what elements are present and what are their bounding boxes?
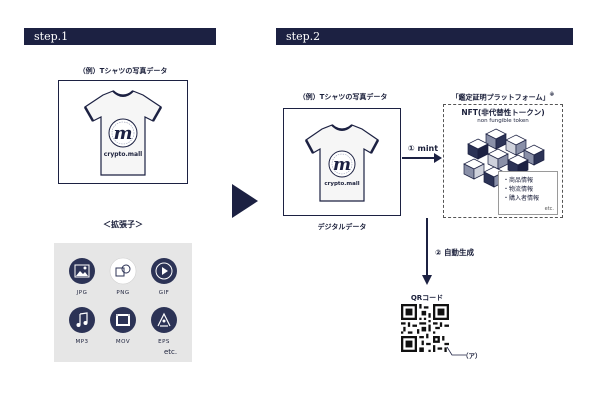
extension-title: ＜拡張子＞ xyxy=(103,220,143,229)
qr-label: QRコード xyxy=(410,294,444,302)
mp3-format: MP3 xyxy=(68,306,97,345)
tshirt-image: m xyxy=(304,124,380,202)
step1-label: step.1 xyxy=(34,30,69,43)
nft-title: NFT(非代替性トークン) xyxy=(461,108,545,117)
info-item: ・購入者情報 xyxy=(503,195,540,202)
info-item: ・物流情報 xyxy=(503,186,534,193)
step1-bar: step.1 xyxy=(24,28,216,45)
format-panel: JPG PNG GIF MP3 xyxy=(54,243,192,362)
music-note-icon xyxy=(69,307,95,333)
nft-info-card: ・商品情報 ・物流情報 ・購入者情報 etc. xyxy=(498,171,558,215)
nft-subtitle: non fungible token xyxy=(477,118,529,124)
platform-title: 「鑑定証明プラットフォーム」※ xyxy=(444,92,562,102)
step2-digital-frame: m crypto.mall xyxy=(283,108,401,216)
formats-etc: etc. xyxy=(164,348,178,356)
step1-photo-frame: m crypto.mall xyxy=(58,80,188,184)
platform-title-text: 「鑑定証明プラットフォーム」 xyxy=(451,93,550,102)
digital-data-caption: デジタルデータ xyxy=(317,223,367,231)
eps-format: EPS xyxy=(150,306,179,345)
qr-pointer-line-icon xyxy=(446,346,466,356)
platform-mark: ※ xyxy=(549,92,555,98)
gif-format: GIF xyxy=(150,257,179,296)
info-etc: etc. xyxy=(544,206,554,212)
jpg-format: JPG xyxy=(68,257,97,296)
image-icon xyxy=(69,258,95,284)
gif-label: GIF xyxy=(158,290,170,296)
tshirt-brand-text: crypto.mall xyxy=(103,151,143,158)
tshirt-image: m xyxy=(83,90,163,176)
eps-label: EPS xyxy=(158,339,170,345)
mint-arrow-icon xyxy=(402,153,442,163)
mp3-label: MP3 xyxy=(75,339,89,345)
svg-text:m: m xyxy=(333,155,351,175)
info-item: ・商品情報 xyxy=(503,177,534,184)
step2-photo-caption: （例）Tシャツの写真データ xyxy=(298,93,388,101)
film-icon xyxy=(110,307,136,333)
png-label: PNG xyxy=(116,290,130,296)
svg-text:m: m xyxy=(113,123,132,144)
play-icon xyxy=(151,258,177,284)
qr-tag-label: （ア） xyxy=(462,352,482,360)
qr-code-icon xyxy=(401,304,449,352)
tshirt-brand-text: crypto.mall xyxy=(324,181,360,187)
step2-label: step.2 xyxy=(286,30,321,43)
next-step-arrow-icon xyxy=(232,184,258,218)
auto-generate-label: ② 自動生成 xyxy=(435,248,474,257)
step2-bar: step.2 xyxy=(276,28,573,45)
step1-photo-caption: （例）Tシャツの写真データ xyxy=(78,67,168,75)
png-format: PNG xyxy=(109,257,138,296)
mov-format: MOV xyxy=(109,306,138,345)
mint-label: ① mint xyxy=(407,144,439,153)
pen-tool-icon xyxy=(151,307,177,333)
auto-generate-arrow-icon xyxy=(422,218,432,285)
jpg-label: JPG xyxy=(76,290,88,296)
nft-platform-box: NFT(非代替性トークン) non fungible token ・商品情報 ・… xyxy=(443,104,563,218)
shapes-icon xyxy=(109,257,137,285)
mov-label: MOV xyxy=(115,339,131,345)
